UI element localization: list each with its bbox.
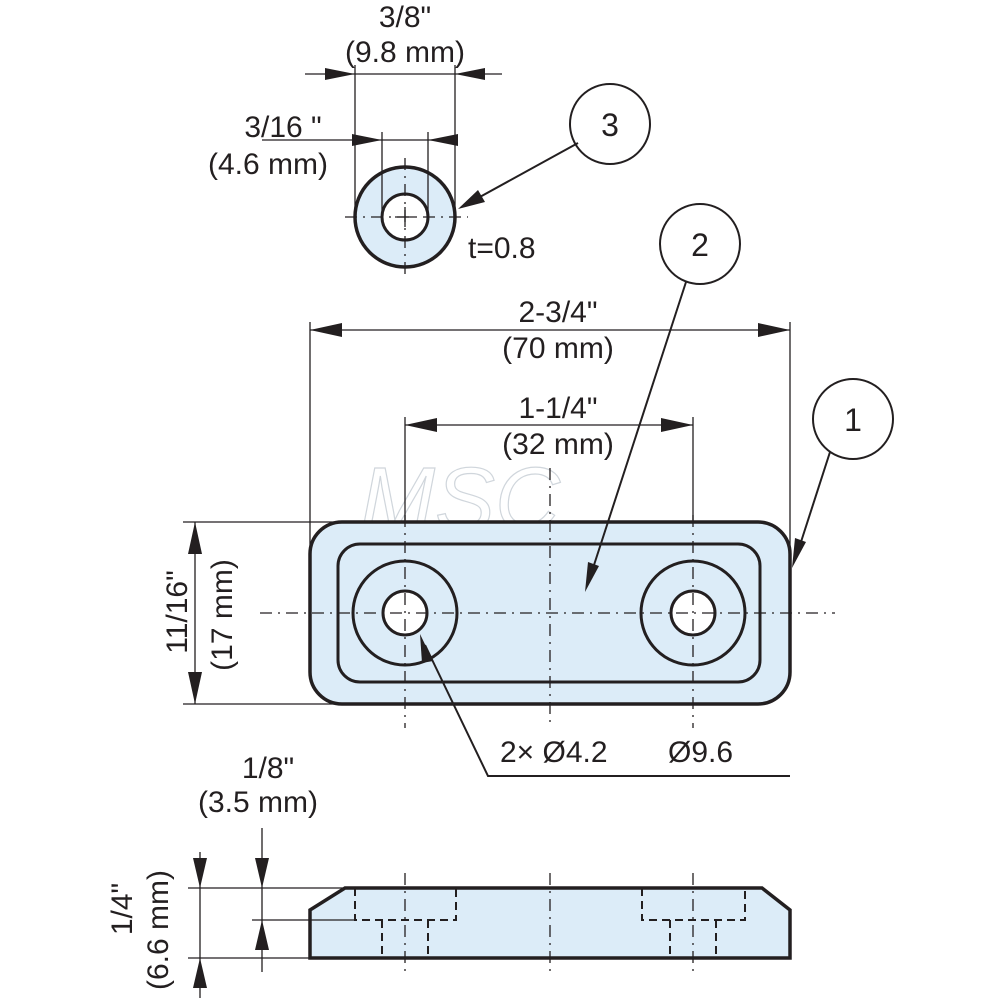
- top-view: 2-3/4" (70 mm) 1-1/4" (32 mm) 11/16" (17…: [161, 203, 894, 777]
- washer-id-mm: (4.6 mm): [208, 148, 328, 181]
- callout-2-label: 2: [691, 227, 709, 263]
- hole-note-arrow: [420, 634, 433, 663]
- callout-1-leader: [799, 451, 831, 546]
- hole-note-leader: [424, 644, 790, 777]
- spacing-arrow-right: [661, 418, 693, 432]
- recess-arrow-bottom: [255, 920, 269, 950]
- callout-1-arrow: [792, 538, 806, 568]
- width-mm: (17 mm): [206, 559, 239, 671]
- spacing-mm: (32 mm): [502, 428, 614, 461]
- length-arrow-right: [758, 323, 790, 337]
- callout-2-arrow: [585, 562, 599, 592]
- side-view: 1/4" (6.6 mm) 1/8" (3.5 mm): [106, 752, 792, 998]
- spacing-in: 1-1/4": [518, 392, 597, 425]
- recess-arrow-top: [255, 858, 269, 888]
- length-arrow-left: [310, 323, 342, 337]
- washer-id-arrow-left: [352, 134, 382, 146]
- callout-3-label: 3: [601, 107, 619, 143]
- recess-depth-in: 1/8": [242, 752, 294, 785]
- counterbore-note: Ø9.6: [668, 736, 733, 769]
- callout-bubble-3: [569, 83, 651, 165]
- callout-3-leader: [477, 142, 579, 199]
- length-mm: (70 mm): [502, 332, 614, 365]
- washer-id-in: 3/16 ": [244, 111, 321, 144]
- hole-diameter-note: 2× Ø4.2: [500, 736, 608, 769]
- callout-bubble-2: [659, 203, 741, 285]
- width-arrow-bottom: [188, 672, 202, 704]
- spacing-arrow-left: [405, 418, 437, 432]
- washer-id-arrow-right: [428, 134, 458, 146]
- height-arrow-bottom: [193, 958, 207, 988]
- height-arrow-top: [193, 858, 207, 888]
- recess-left-hidden: [354, 888, 457, 921]
- recess-right-hidden: [641, 888, 746, 921]
- washer-view: 3/8" (9.8 mm) 3/16 " (4.6 mm) t=0.8 3: [208, 1, 651, 278]
- width-in: 11/16": [161, 570, 194, 654]
- callout-1-label: 1: [844, 402, 862, 438]
- height-mm: (6.6 mm): [142, 870, 175, 990]
- height-in: 1/4": [106, 883, 139, 935]
- washer-od-mm: (9.8 mm): [345, 36, 465, 69]
- washer-od-in: 3/8": [379, 1, 431, 34]
- recess-depth-mm: (3.5 mm): [198, 786, 318, 819]
- length-in: 2-3/4": [518, 296, 597, 329]
- washer-od-arrow-left: [325, 68, 355, 80]
- width-arrow-top: [188, 522, 202, 554]
- callout-3-arrow: [458, 190, 485, 209]
- washer-thickness: t=0.8: [468, 232, 536, 265]
- callout-2-leader: [593, 281, 687, 566]
- callout-bubble-1: [812, 378, 894, 460]
- washer-od-arrow-right: [455, 68, 485, 80]
